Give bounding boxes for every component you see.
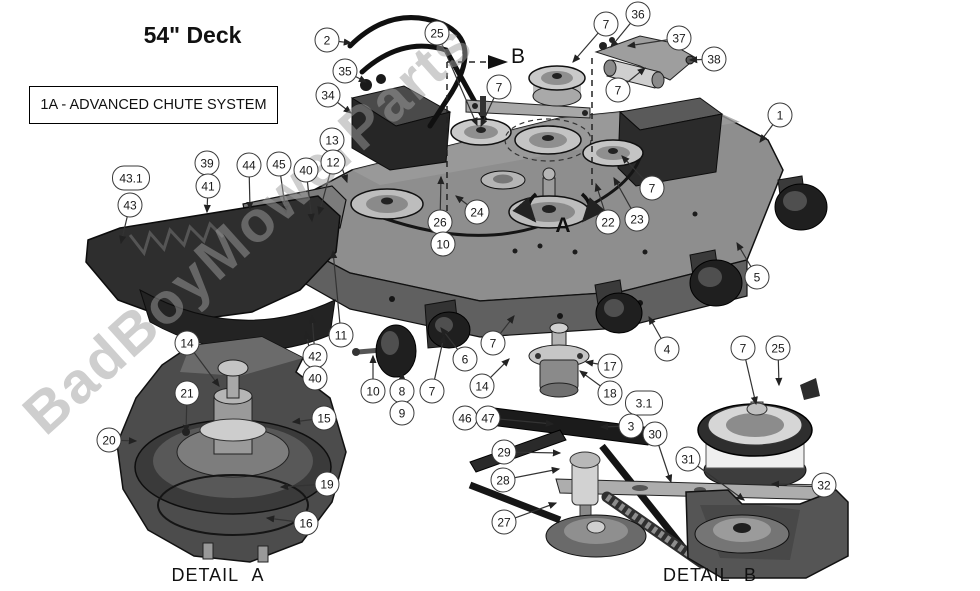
callout-25[interactable]: 25 [765, 335, 791, 361]
callout-20[interactable]: 20 [96, 427, 122, 453]
callout-41[interactable]: 41 [195, 173, 221, 199]
callout-10[interactable]: 10 [360, 378, 386, 404]
wheel-front-center [594, 279, 643, 334]
callout-34[interactable]: 34 [315, 82, 341, 108]
belt-cover-right [617, 97, 724, 187]
callout-40[interactable]: 40 [293, 157, 319, 183]
pulley-center-upper [504, 118, 592, 162]
callout-7[interactable]: 7 [419, 378, 445, 404]
detail-b-assembly [468, 378, 849, 579]
section-view-lines [446, 55, 606, 223]
wheel-right [774, 175, 828, 231]
pulley-idler [450, 118, 512, 146]
callout-43[interactable]: 43 [117, 192, 143, 218]
callout-7[interactable]: 7 [593, 11, 619, 37]
callout-46[interactable]: 46 [452, 405, 478, 431]
callout-1[interactable]: 1 [767, 102, 793, 128]
callout-18[interactable]: 18 [597, 380, 623, 406]
leader-line-25 [436, 32, 478, 127]
callout-7[interactable]: 7 [605, 77, 631, 103]
idler-arm [465, 96, 591, 119]
callout-47[interactable]: 47 [475, 405, 501, 431]
callout-2[interactable]: 2 [314, 27, 340, 53]
callout-25[interactable]: 25 [424, 20, 450, 46]
callout-3.1[interactable]: 3.1 [625, 390, 663, 416]
detail-a-assembly [116, 336, 347, 563]
wheel-front-right [689, 249, 743, 307]
callout-8[interactable]: 8 [389, 378, 415, 404]
callout-7[interactable]: 7 [639, 175, 665, 201]
pulley-left-spindle [350, 188, 424, 220]
callout-43.1[interactable]: 43.1 [112, 165, 150, 191]
callout-39[interactable]: 39 [194, 150, 220, 176]
callout-37[interactable]: 37 [666, 25, 692, 51]
callout-32[interactable]: 32 [811, 472, 837, 498]
callout-14[interactable]: 14 [174, 330, 200, 356]
spindle-blade-assembly [469, 322, 693, 559]
leader-line-11 [330, 249, 342, 336]
callout-35[interactable]: 35 [332, 58, 358, 84]
callout-19[interactable]: 19 [314, 471, 340, 497]
callout-31[interactable]: 31 [675, 446, 701, 472]
callout-6[interactable]: 6 [452, 346, 478, 372]
callout-45[interactable]: 45 [266, 151, 292, 177]
callout-27[interactable]: 27 [491, 509, 517, 535]
callout-22[interactable]: 22 [595, 209, 621, 235]
pulley-top-floating [528, 65, 586, 107]
callout-7[interactable]: 7 [486, 74, 512, 100]
chute-assembly [85, 185, 347, 352]
callout-11[interactable]: 11 [328, 322, 354, 348]
pulley-small-lower [480, 170, 526, 190]
callout-4[interactable]: 4 [654, 336, 680, 362]
callout-38[interactable]: 38 [701, 46, 727, 72]
callout-3[interactable]: 3 [618, 413, 644, 439]
callout-14[interactable]: 14 [469, 373, 495, 399]
callout-7[interactable]: 7 [480, 330, 506, 356]
callout-44[interactable]: 44 [236, 152, 262, 178]
callout-5[interactable]: 5 [744, 264, 770, 290]
callout-12[interactable]: 12 [320, 149, 346, 175]
callout-7[interactable]: 7 [730, 335, 756, 361]
callout-21[interactable]: 21 [174, 380, 200, 406]
callout-40[interactable]: 40 [302, 365, 328, 391]
callout-9[interactable]: 9 [389, 400, 415, 426]
wheel-loose [352, 324, 417, 378]
callout-28[interactable]: 28 [490, 467, 516, 493]
callout-23[interactable]: 23 [624, 206, 650, 232]
callout-29[interactable]: 29 [491, 439, 517, 465]
callout-30[interactable]: 30 [642, 421, 668, 447]
callout-15[interactable]: 15 [311, 405, 337, 431]
callout-17[interactable]: 17 [597, 353, 623, 379]
callout-24[interactable]: 24 [464, 199, 490, 225]
callout-36[interactable]: 36 [625, 1, 651, 27]
callout-26[interactable]: 26 [427, 209, 453, 235]
callout-16[interactable]: 16 [293, 510, 319, 536]
callout-10[interactable]: 10 [430, 231, 456, 257]
wheel-front-left [424, 299, 471, 349]
